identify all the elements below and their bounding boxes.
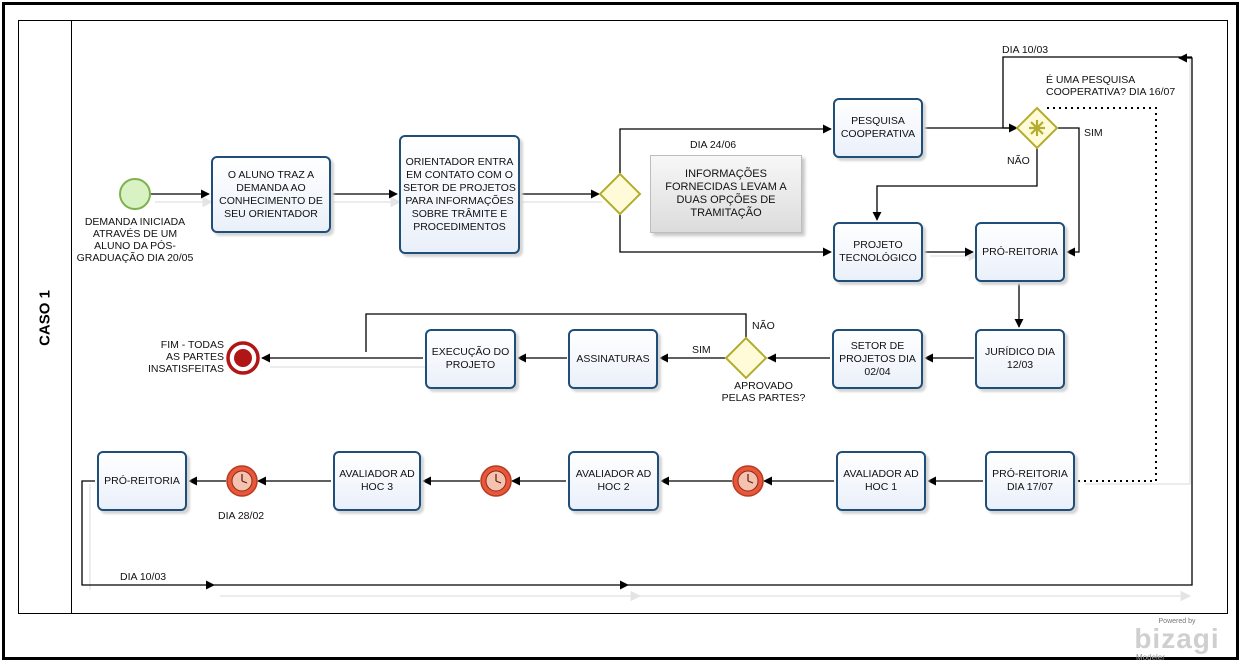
task-orientador-contato[interactable]: ORIENTADOR ENTRA EM CONTATO COM O SETOR …	[399, 135, 520, 254]
task-avaliador-3[interactable]: AVALIADOR AD HOC 3	[333, 451, 421, 511]
brand-powered-by: Powered by	[1158, 618, 1196, 625]
connectors	[81, 53, 1193, 590]
asterisk-icon	[1029, 120, 1045, 136]
label-dia-1003-bottom: DIA 10/03	[120, 571, 167, 583]
task-avaliador-2[interactable]: AVALIADOR AD HOC 2	[568, 451, 659, 511]
label-dia-2406: DIA 24/06	[690, 139, 737, 151]
task-setor-projetos[interactable]: SETOR DE PROJETOS DIA 02/04	[832, 329, 923, 389]
label-sim-aprovado: SIM	[692, 344, 711, 356]
clock-icon	[747, 474, 754, 484]
task-pro-reitoria-top[interactable]: PRÓ-REITORIA	[975, 222, 1065, 282]
bizagi-branding: Powered by bizagi Modeler	[1132, 618, 1222, 664]
task-avaliador-1[interactable]: AVALIADOR AD HOC 1	[836, 451, 926, 511]
gateway-cooperativa[interactable]	[1015, 106, 1059, 150]
start-label: DEMANDA INICIADA ATRAVÉS DE UM ALUNO DA …	[76, 216, 194, 264]
task-pesquisa-cooperativa[interactable]: PESQUISA COOPERATIVA	[833, 98, 923, 158]
gateway-aprovado[interactable]	[724, 336, 768, 380]
label-nao-cooperativa: NÃO	[1007, 155, 1030, 167]
gateway-aprovado-label: APROVADO PELAS PARTES?	[721, 380, 806, 404]
label-sim-cooperativa: SIM	[1084, 127, 1103, 139]
annotation-note: INFORMAÇÕES FORNECIDAS LEVAM A DUAS OPÇÕ…	[650, 155, 802, 233]
timer-event-1[interactable]	[732, 465, 764, 497]
end-label: FIM - TODAS AS PARTES INSATISFEITAS	[148, 339, 225, 375]
lane-header: CASO 1	[19, 21, 72, 613]
bizagi-logo: bizagi	[1134, 623, 1220, 654]
task-assinaturas[interactable]: ASSINATURAS	[568, 329, 658, 389]
label-dia-2802: DIA 28/02	[218, 510, 265, 522]
brand-modeler: Modeler	[1136, 653, 1165, 662]
outer-frame	[2, 2, 1239, 660]
clock-icon	[495, 474, 502, 484]
pool: CASO 1	[18, 20, 1228, 614]
task-pro-reitoria-left[interactable]: PRÓ-REITORIA	[97, 451, 187, 511]
shadow-connectors	[89, 58, 1192, 602]
task-projeto-tecnologico[interactable]: PROJETO TECNOLÓGICO	[833, 222, 923, 282]
gateway-cooperativa-label: É UMA PESQUISA COOPERATIVA? DIA 16/07	[1046, 74, 1176, 98]
task-aluno-traz-demanda[interactable]: O ALUNO TRAZ A DEMANDA AO CONHECIMENTO D…	[211, 156, 331, 233]
clock-icon	[241, 474, 248, 484]
label-dia-1003-top: DIA 10/03	[1002, 44, 1049, 56]
start-event[interactable]	[119, 178, 151, 210]
task-execucao-projeto[interactable]: EXECUÇÃO DO PROJETO	[425, 329, 516, 389]
task-juridico[interactable]: JURÍDICO DIA 12/03	[975, 329, 1065, 389]
timer-event-2[interactable]	[480, 465, 512, 497]
task-pro-reitoria-1707[interactable]: PRÓ-REITORIA DIA 17/07	[985, 451, 1075, 511]
end-event[interactable]	[226, 341, 260, 375]
dotted-connector	[1047, 107, 1157, 482]
label-nao-aprovado: NÃO	[752, 320, 775, 332]
timer-event-3[interactable]	[226, 465, 258, 497]
gateway-options[interactable]	[598, 172, 642, 216]
